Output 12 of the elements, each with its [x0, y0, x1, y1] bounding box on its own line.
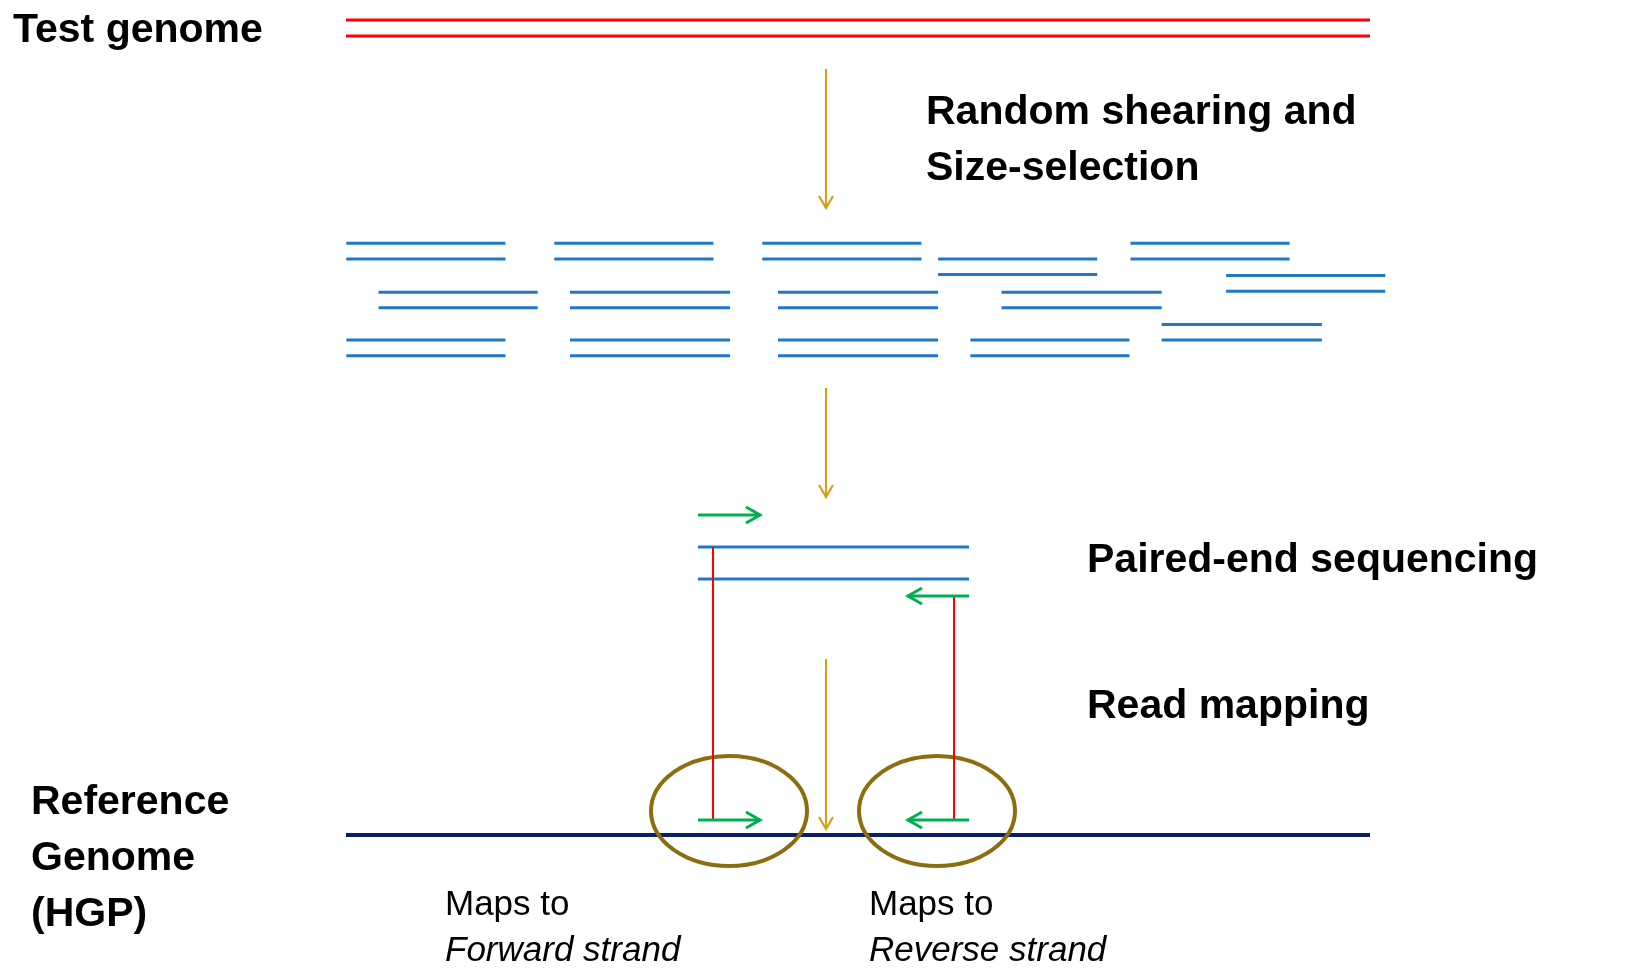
arrow	[817, 658, 835, 831]
step-label: Paired-end sequencing	[1087, 534, 1539, 582]
connector-line	[712, 546, 714, 821]
arrow	[817, 68, 835, 210]
heading: Test genome	[13, 6, 263, 50]
arrow	[817, 387, 835, 499]
genome-label: Reference Genome (HGP)	[31, 776, 231, 937]
connector-line	[953, 595, 955, 821]
step-label: Random shearing and Size-selection	[926, 86, 1358, 191]
mapping-note: Maps to Forward strand	[445, 882, 683, 970]
mapping-note: Maps to Reverse strand	[869, 882, 1108, 970]
step-label: Read mapping	[1087, 680, 1370, 728]
